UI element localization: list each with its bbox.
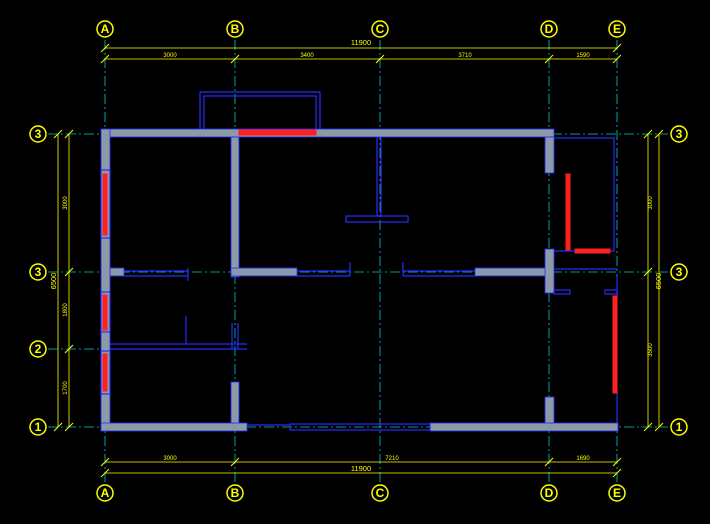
svg-text:A: A <box>101 22 110 36</box>
axis-bubble-a-bottom: A <box>96 484 114 502</box>
bottom-dim-de: 1690 <box>576 456 590 462</box>
svg-text:C: C <box>376 22 385 36</box>
wall-bottom-right <box>429 422 619 432</box>
axis-bubble-c-top: C <box>371 20 389 38</box>
svg-text:B: B <box>231 22 240 36</box>
svg-text:C: C <box>376 486 385 500</box>
svg-text:1: 1 <box>35 420 42 434</box>
wall-b-upper <box>230 136 240 278</box>
top-dim-de: 1590 <box>576 53 590 59</box>
left-dim-2-1: 1700 <box>63 381 69 395</box>
svg-text:E: E <box>613 486 621 500</box>
window-balcony-horizontal <box>574 248 611 254</box>
left-total-dim: 6500 <box>49 273 58 290</box>
axis-bubbles-top: A B C D E <box>96 20 626 38</box>
axis-bubble-3-left-mid: 3 <box>29 263 47 281</box>
wall-d-upper <box>544 136 555 174</box>
wall-bottom-left <box>100 422 248 432</box>
wall-mid-left <box>109 267 125 277</box>
walls <box>100 128 619 432</box>
right-dim-3-3: 3000 <box>648 196 654 210</box>
svg-text:1: 1 <box>676 420 683 434</box>
window-right <box>612 295 618 394</box>
top-total-dim: 11900 <box>351 38 371 47</box>
axis-bubble-2-left: 2 <box>29 340 47 358</box>
axis-bubble-e-bottom: E <box>608 484 626 502</box>
balcony-right <box>554 137 615 252</box>
bottom-dim-ab: 3000 <box>163 456 177 462</box>
bottom-dimensions: 3000 7210 1690 11900 <box>100 456 622 478</box>
axis-bubble-1-right: 1 <box>670 418 688 436</box>
axis-bubbles-bottom: A B C D E <box>96 484 626 502</box>
axis-bubble-b-bottom: B <box>226 484 244 502</box>
axis-bubble-1-left: 1 <box>29 418 47 436</box>
svg-text:3: 3 <box>676 127 683 141</box>
svg-text:D: D <box>545 22 554 36</box>
bottom-total-dim: 11900 <box>351 464 371 473</box>
grid-lines <box>48 40 668 484</box>
right-dim-3-1: 3500 <box>648 343 654 357</box>
left-dimensions: 6500 3000 1800 1700 <box>49 129 74 432</box>
window-left-lower <box>102 353 108 392</box>
right-dimensions: 3000 3500 6500 <box>643 129 664 432</box>
axis-bubble-d-bottom: D <box>540 484 558 502</box>
top-dim-ab: 3000 <box>163 53 177 59</box>
axis-bubble-3-left-top: 3 <box>29 125 47 143</box>
window-balcony-vertical <box>565 173 571 251</box>
windows <box>100 129 618 395</box>
wall-d-mid <box>544 248 555 294</box>
svg-text:2: 2 <box>35 342 42 356</box>
window-left-mid <box>102 294 108 331</box>
axis-bubble-3-right-mid: 3 <box>670 263 688 281</box>
axis-bubbles-right: 3 3 1 <box>670 125 688 436</box>
top-dimensions: 11900 3000 3400 3710 1590 <box>100 38 622 64</box>
top-dim-cd: 3710 <box>458 53 472 59</box>
left-dim-3-2: 1800 <box>63 303 69 317</box>
axis-bubble-3-right-top: 3 <box>670 125 688 143</box>
wall-mid-b <box>230 267 298 277</box>
axis-bubble-a-top: A <box>96 20 114 38</box>
wall-top <box>101 128 555 138</box>
svg-text:3: 3 <box>35 265 42 279</box>
axis-bubble-e-top: E <box>608 20 626 38</box>
right-total-dim: 6500 <box>654 273 663 290</box>
wall-d-lower <box>544 396 555 424</box>
left-dim-3-3: 3000 <box>63 196 69 210</box>
svg-text:E: E <box>613 22 621 36</box>
top-dim-bc: 3400 <box>300 53 314 59</box>
axis-bubbles-left: 3 3 2 1 <box>29 125 47 436</box>
svg-text:B: B <box>231 486 240 500</box>
svg-text:3: 3 <box>676 265 683 279</box>
bottom-dim-bd: 7210 <box>385 456 399 462</box>
axis-bubble-c-bottom: C <box>371 484 389 502</box>
axis-bubble-d-top: D <box>540 20 558 38</box>
wall-mid-right <box>474 267 555 277</box>
svg-text:3: 3 <box>35 127 42 141</box>
outlines <box>110 91 618 431</box>
pendant-fixture <box>345 215 409 223</box>
axis-bubble-b-top: B <box>226 20 244 38</box>
window-top <box>238 129 317 136</box>
svg-text:A: A <box>101 486 110 500</box>
window-left-upper <box>102 173 108 236</box>
wall-b-lower <box>230 381 240 424</box>
svg-text:D: D <box>545 486 554 500</box>
bay-window-top <box>199 91 321 129</box>
